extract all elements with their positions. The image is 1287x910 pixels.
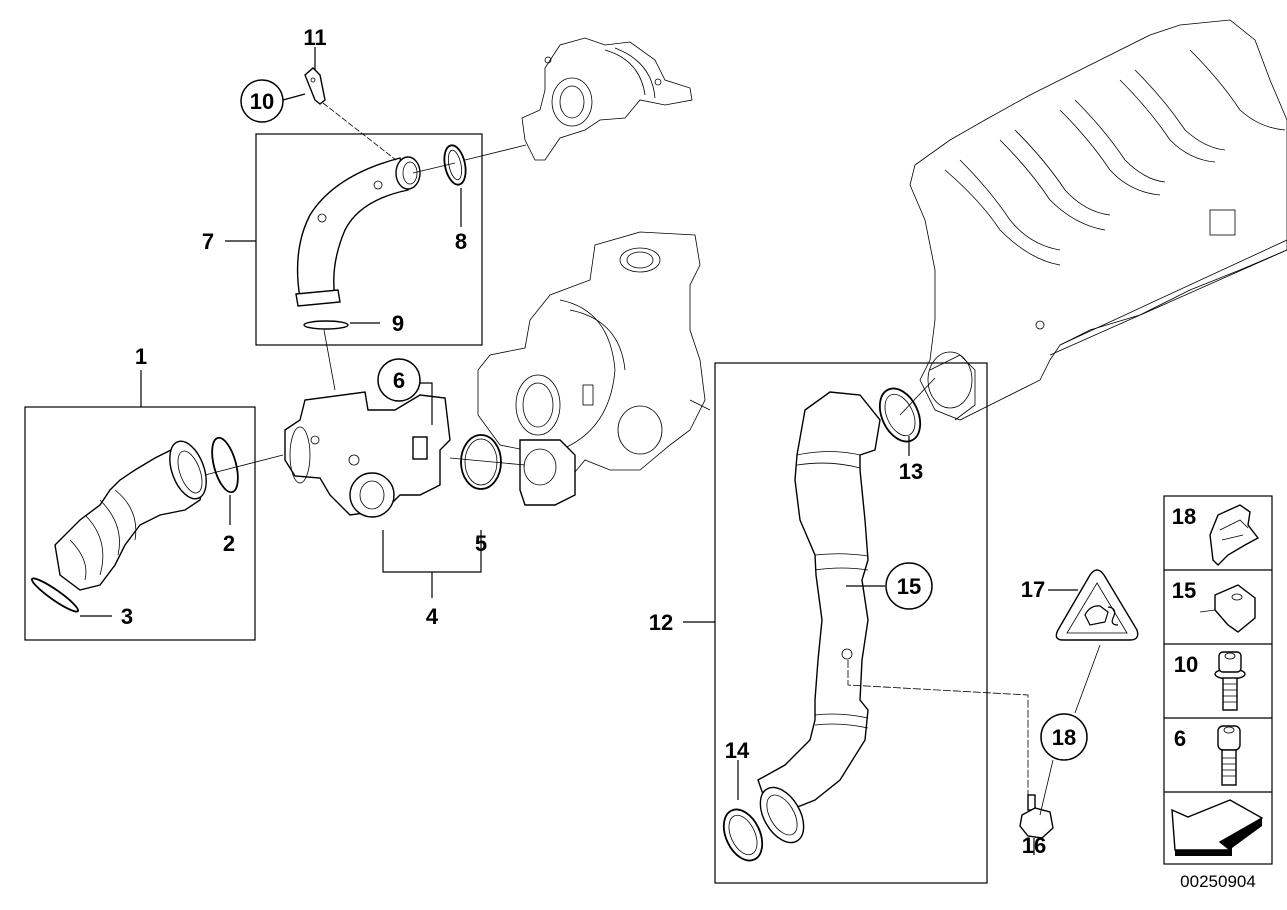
sensor-16 (1019, 794, 1054, 839)
seal-ring-2 (211, 436, 239, 494)
callout-11: 11 (303, 25, 326, 50)
callout-17: 17 (1021, 577, 1045, 602)
callout-circle-15 (885, 562, 933, 610)
group-box-12 (714, 362, 988, 884)
callout-1: 1 (135, 344, 147, 369)
legend-label-6: 6 (1174, 726, 1186, 751)
o-ring-5 (460, 434, 502, 490)
callout-15: 15 (897, 574, 921, 599)
seal-ring-14 (722, 808, 764, 862)
callout-16: 16 (1022, 833, 1046, 858)
callout-6: 6 (393, 368, 405, 393)
legend-label-10: 10 (1174, 652, 1198, 677)
intake-boot-1-drawing (54, 440, 207, 591)
warning-label-17 (1055, 569, 1139, 641)
pipe-7-drawing (295, 156, 421, 330)
callout-circle-6 (377, 358, 421, 402)
seal-ring-8 (443, 144, 467, 186)
callout-9: 9 (392, 311, 404, 336)
socket-screw-icon (1217, 725, 1241, 786)
legend-label-18: 18 (1172, 504, 1196, 529)
callout-circle-10 (240, 79, 284, 123)
throttle-assembly-drawing (284, 391, 451, 518)
callout-2: 2 (223, 531, 235, 556)
flange-bolt-icon (1214, 651, 1246, 711)
charge-pipe-12-drawing (757, 391, 881, 844)
callout-14: 14 (725, 738, 750, 763)
callout-7: 7 (202, 229, 214, 254)
legend-label-15: 15 (1172, 578, 1196, 603)
upper-turbocharger-drawing (464, 37, 693, 161)
callout-3: 3 (121, 604, 133, 629)
seal-ring-13 (878, 387, 922, 443)
nut-clip-icon (1199, 584, 1256, 633)
clip-icon (1209, 504, 1260, 566)
direction-arrow-icon (1171, 799, 1264, 856)
group-box-1 (24, 406, 256, 641)
intake-manifold-drawing (909, 19, 1287, 421)
callout-13: 13 (899, 459, 923, 484)
callout-circle-18 (1040, 713, 1088, 761)
callout-8: 8 (455, 229, 467, 254)
leader-lines (80, 47, 1101, 855)
callout-18: 18 (1052, 725, 1076, 750)
callout-10: 10 (250, 89, 274, 114)
callout-labels: 11 10 7 8 9 1 6 2 5 3 4 13 15 17 12 18 1… (121, 25, 1088, 858)
image-code: 00250904 (1180, 872, 1256, 891)
seal-ring-3 (30, 577, 80, 613)
group-box-7 (255, 133, 483, 346)
callout-12: 12 (649, 610, 673, 635)
fastener-legend: 18 15 10 6 (1163, 495, 1273, 891)
callout-5: 5 (475, 531, 487, 556)
bracket-11 (304, 67, 326, 105)
main-turbocharger-drawing (477, 231, 711, 506)
callout-4: 4 (426, 604, 439, 629)
